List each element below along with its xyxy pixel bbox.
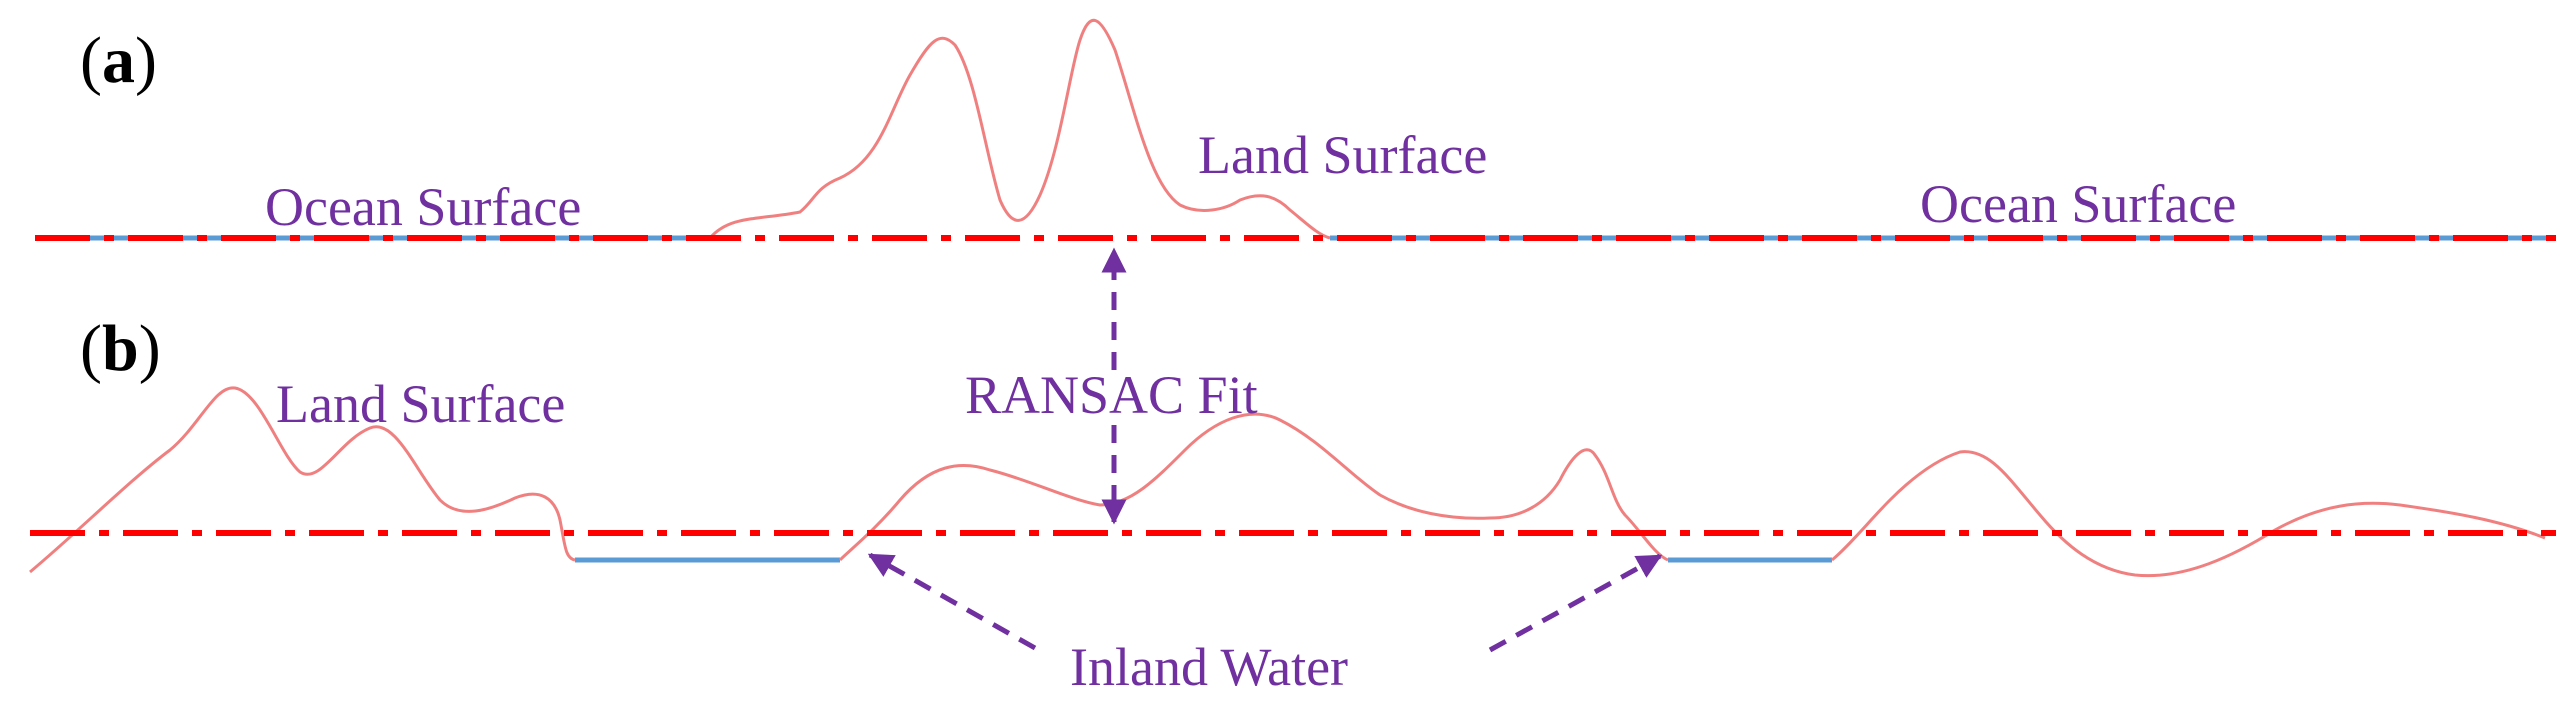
panel-a: (a) Ocean Surface Land Surface Ocean Sur… bbox=[35, 18, 2556, 241]
inland-water-label: Inland Water bbox=[1070, 637, 1348, 697]
inland-water-arrow-left bbox=[867, 552, 1037, 651]
inland-water-arrow-right bbox=[1488, 553, 1663, 653]
land-surface-label-a: Land Surface bbox=[1198, 125, 1487, 185]
panel-a-label: (a) bbox=[80, 24, 157, 97]
land-surface-profile-a bbox=[708, 18, 1331, 240]
land-surface-profile-b bbox=[29, 386, 2546, 578]
ocean-surface-left-label: Ocean Surface bbox=[265, 177, 581, 237]
ransac-fit-label: RANSAC Fit bbox=[965, 365, 1258, 425]
annotations: RANSAC Fit Inland Water bbox=[867, 247, 1663, 697]
land-surface-label-b: Land Surface bbox=[276, 374, 565, 434]
panel-b: (b) Land Surface bbox=[29, 312, 2556, 578]
ocean-surface-right-label: Ocean Surface bbox=[1920, 174, 2236, 234]
panel-b-label: (b) bbox=[80, 312, 161, 385]
